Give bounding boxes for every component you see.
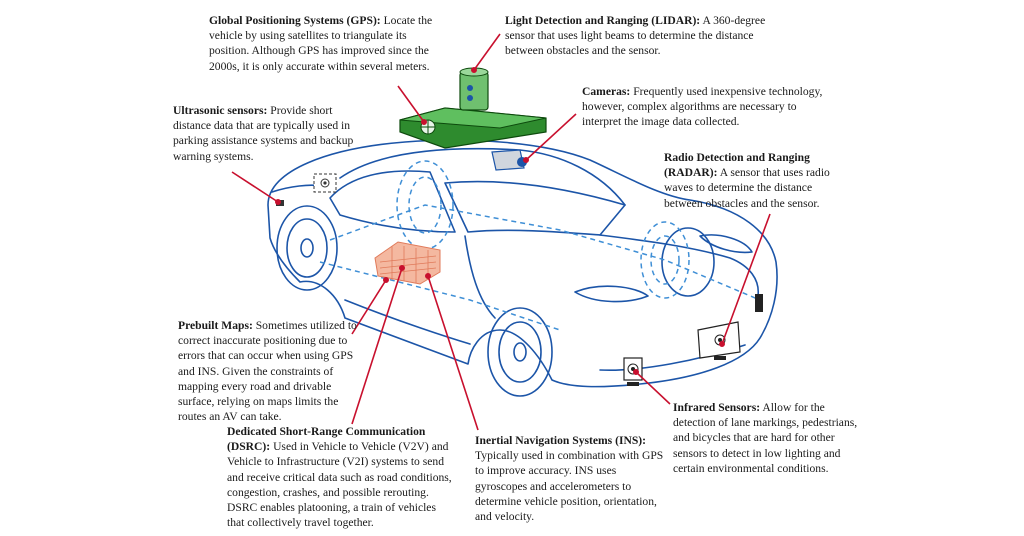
callout-infrared-text: Allow for the detection of lane markings… <box>673 401 858 475</box>
dsrc-leader-line <box>351 267 403 425</box>
front-axle-circle-2 <box>640 221 690 299</box>
car-body-outline <box>267 139 778 388</box>
car-side-window <box>329 170 456 233</box>
ins-leader-line <box>427 275 479 431</box>
rear-wheel-hub <box>300 238 314 258</box>
roof-rack-top <box>399 107 547 129</box>
callout-radar-title: Radio Detection and Ranging (RADAR): <box>664 151 810 180</box>
callout-maps: Prebuilt Maps: Sometimes utilized to cor… <box>178 318 368 424</box>
car-hood-vent <box>574 285 649 303</box>
callout-ins-title: Inertial Navigation Systems (INS): <box>475 434 647 447</box>
callout-cameras-text: Frequently used inexpensive technology, … <box>582 85 823 129</box>
callout-radar: Radio Detection and Ranging (RADAR): A s… <box>664 150 838 211</box>
front-wheel-outer <box>487 307 553 397</box>
callout-ultrasonic-text: Provide short distance data that are typ… <box>173 104 354 163</box>
car-windshield <box>444 180 626 236</box>
car-headlight <box>699 234 753 254</box>
callout-ins-text: Typically used in combination with GPS t… <box>475 449 664 524</box>
prebuilt-maps-block <box>374 241 441 285</box>
rear-axle-circle-1 <box>408 176 442 234</box>
lidar-unit <box>459 71 489 111</box>
car-hood-line <box>599 234 759 297</box>
infrared-leader-line <box>635 371 671 405</box>
maps-leader-line <box>351 279 387 335</box>
callout-infrared-title: Infrared Sensors: <box>673 401 761 414</box>
front-axle-circle-1 <box>650 235 680 285</box>
callout-dsrc: Dedicated Short-Range Communication (DSR… <box>227 424 455 530</box>
ultrasonic-sensor-icon <box>313 173 337 193</box>
front-wheel-rim <box>498 321 542 383</box>
gps-leader-line <box>397 85 425 123</box>
callout-ultrasonic: Ultrasonic sensors: Provide short distan… <box>173 103 373 164</box>
callout-infrared: Infrared Sensors: Allow for the detectio… <box>673 400 859 476</box>
lidar-leader-line <box>473 33 501 71</box>
callout-gps-text: Locate the vehicle by using satellites t… <box>209 14 433 73</box>
cameras-leader-line <box>525 113 577 161</box>
radar-leader-line <box>721 213 771 345</box>
drive-shaft <box>329 204 761 301</box>
radar-sensor-icon <box>697 294 763 360</box>
callout-lidar-title: Light Detection and Ranging (LIDAR): <box>505 14 701 27</box>
callout-dsrc-text: Used in Vehicle to Vehicle (V2V) and Veh… <box>227 440 452 530</box>
front-right-wheel <box>661 227 715 297</box>
callout-maps-title: Prebuilt Maps: <box>178 319 253 332</box>
callout-cameras: Cameras: Frequently used inexpensive tec… <box>582 84 834 130</box>
callout-lidar: Light Detection and Ranging (LIDAR): A 3… <box>505 13 791 59</box>
callout-ins: Inertial Navigation Systems (INS): Typic… <box>475 433 671 524</box>
callout-maps-text: Sometimes utilized to correct inaccurate… <box>178 319 357 424</box>
ultrasonic-leader-line <box>231 171 279 203</box>
front-wheel-hub <box>513 342 527 362</box>
callout-gps-title: Global Positioning Systems (GPS): <box>209 14 381 27</box>
rear-wheel-outer <box>276 205 338 291</box>
camera-icon <box>491 149 527 171</box>
callout-cameras-title: Cameras: <box>582 85 631 98</box>
callout-lidar-text: A 360-degree sensor that uses light beam… <box>505 14 766 58</box>
car-rocker-line <box>344 299 471 345</box>
rear-shaft <box>319 261 561 331</box>
callout-gps: Global Positioning Systems (GPS): Locate… <box>209 13 439 74</box>
callout-radar-text: A sensor that uses radio waves to determ… <box>664 166 830 210</box>
callout-dsrc-title: Dedicated Short-Range Communication (DSR… <box>227 425 426 454</box>
callout-ultrasonic-title: Ultrasonic sensors: <box>173 104 268 117</box>
rear-wheel-rim <box>286 218 328 278</box>
car-door-line <box>464 235 496 319</box>
